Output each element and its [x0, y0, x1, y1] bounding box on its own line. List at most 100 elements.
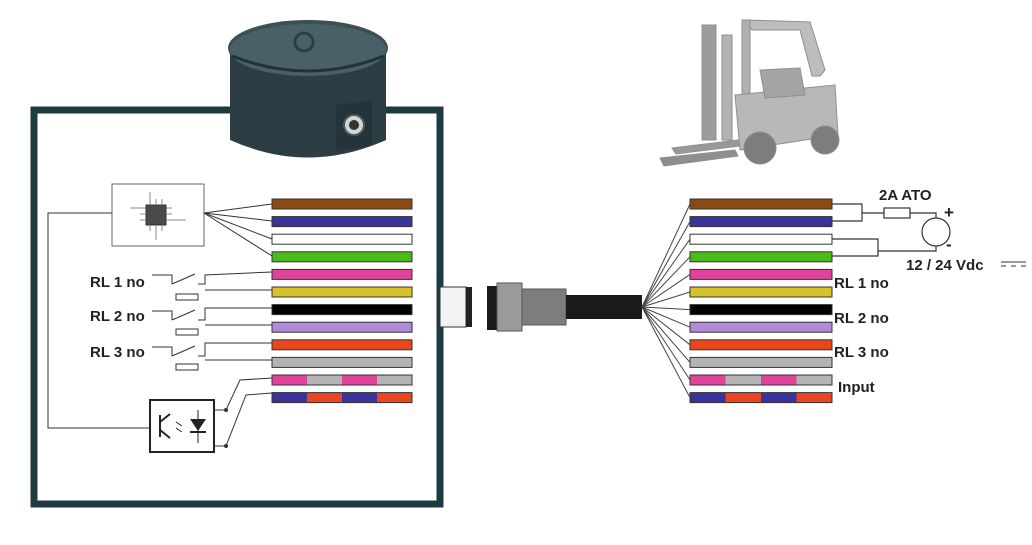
left-wire-red — [271, 339, 413, 351]
plus-label: + — [944, 203, 954, 222]
wire-segment-red — [690, 339, 832, 350]
wire-segment-green — [690, 251, 832, 262]
fan-line-pink-grey — [641, 306, 691, 381]
wire-outline — [271, 198, 413, 210]
wire-segment-pink — [272, 375, 307, 385]
wire-segment-blue — [690, 216, 832, 227]
minus-label: - — [946, 235, 952, 254]
relay-switches — [152, 271, 273, 371]
wire-segment-yellow — [690, 287, 832, 297]
wire-outline — [271, 216, 413, 228]
wire-segment-yellow — [272, 287, 412, 297]
wire-segment-grey — [690, 357, 832, 368]
wire-segment-red — [725, 392, 761, 403]
dc-symbol-icon — [1001, 261, 1026, 267]
wire-segment-pink — [342, 375, 377, 385]
wire-segment-pink — [690, 375, 726, 385]
wire-outline — [271, 304, 413, 316]
wire-segment-grey — [272, 357, 412, 368]
left-wire-pink-grey — [271, 374, 413, 386]
fan-line-blue-red — [641, 306, 691, 398]
fan-line-green — [641, 256, 691, 308]
wire-outline — [271, 321, 413, 333]
left-wire-list — [271, 198, 413, 404]
wire-segment-red — [377, 392, 412, 403]
wire-segment-grey — [796, 375, 832, 385]
right-relay-label-1: RL 1 no — [834, 275, 889, 292]
fan-line-brown — [641, 203, 691, 308]
left-wire-black — [271, 304, 413, 316]
wire-segment-blue — [272, 216, 412, 227]
wire-outline — [271, 268, 413, 280]
wire-outline — [271, 286, 413, 298]
wire-outline — [271, 251, 413, 263]
right-wire-blue-red — [689, 392, 833, 404]
fan-line-red — [641, 306, 691, 346]
wire-segment-red — [796, 392, 832, 403]
right-relay-label-2: RL 2 no — [834, 310, 889, 327]
wire-segment-grey — [307, 375, 342, 385]
right-wire-black — [689, 304, 833, 316]
wire-segment-violet — [690, 322, 832, 333]
sensor-device-icon — [228, 20, 388, 158]
wire-segment-blue — [342, 392, 377, 403]
wire-segment-brown — [690, 199, 832, 209]
right-wire-pink-grey — [689, 374, 833, 386]
right-wire-pink — [689, 268, 833, 280]
right-wire-yellow — [689, 286, 833, 298]
fan-line-yellow — [641, 291, 691, 308]
wire-outline — [271, 233, 413, 245]
wire-segment-red — [307, 392, 342, 403]
left-wire-blue-red — [271, 392, 413, 404]
chip-connections — [47, 203, 273, 429]
wire-segment-blue — [272, 392, 307, 403]
wire-segment-brown — [272, 199, 412, 209]
connector-icon — [439, 282, 642, 332]
wire-segment-pink — [761, 375, 797, 385]
left-wire-green — [271, 251, 413, 263]
left-wire-yellow — [271, 286, 413, 298]
input-connections — [214, 377, 273, 448]
fan-line-pink — [641, 273, 691, 308]
left-wire-brown — [271, 198, 413, 210]
wire-segment-pink — [272, 269, 412, 280]
right-relay-label-3: RL 3 no — [834, 344, 889, 361]
left-relay-label-3: RL 3 no — [90, 344, 145, 361]
left-wire-pink — [271, 268, 413, 280]
supply-label: 12 / 24 Vdc — [906, 257, 984, 274]
left-relay-label-1: RL 1 no — [90, 274, 145, 291]
right-wire-white — [689, 233, 833, 245]
forklift-icon — [659, 19, 840, 167]
wire-outline — [271, 374, 413, 386]
right-wire-violet — [689, 321, 833, 333]
fan-line-black — [641, 306, 691, 311]
wire-outline — [271, 339, 413, 351]
left-wire-white — [271, 233, 413, 245]
cable-fanout — [641, 203, 691, 398]
fan-line-grey — [641, 306, 691, 363]
input-label: Input — [838, 379, 875, 396]
left-relay-label-2: RL 2 no — [90, 308, 145, 325]
fan-line-blue — [641, 221, 691, 308]
fan-line-violet — [641, 306, 691, 328]
right-wire-red — [689, 339, 833, 351]
fuse-label: 2A ATO — [879, 187, 932, 204]
optocoupler-icon — [149, 399, 215, 453]
wire-segment-white — [272, 234, 412, 245]
wire-segment-green — [272, 251, 412, 262]
wire-segment-black — [272, 304, 412, 315]
left-wire-blue — [271, 216, 413, 228]
fan-line-white — [641, 238, 691, 308]
wire-segment-pink — [690, 269, 832, 280]
wire-outline — [271, 356, 413, 368]
wire-segment-violet — [272, 322, 412, 333]
right-wire-green — [689, 251, 833, 263]
wire-segment-red — [272, 339, 412, 350]
left-wire-grey — [271, 356, 413, 368]
wire-segment-grey — [377, 375, 412, 385]
wire-outline — [271, 392, 413, 404]
right-wire-brown — [689, 198, 833, 210]
right-wire-blue — [689, 216, 833, 228]
fuse-icon — [883, 207, 911, 219]
